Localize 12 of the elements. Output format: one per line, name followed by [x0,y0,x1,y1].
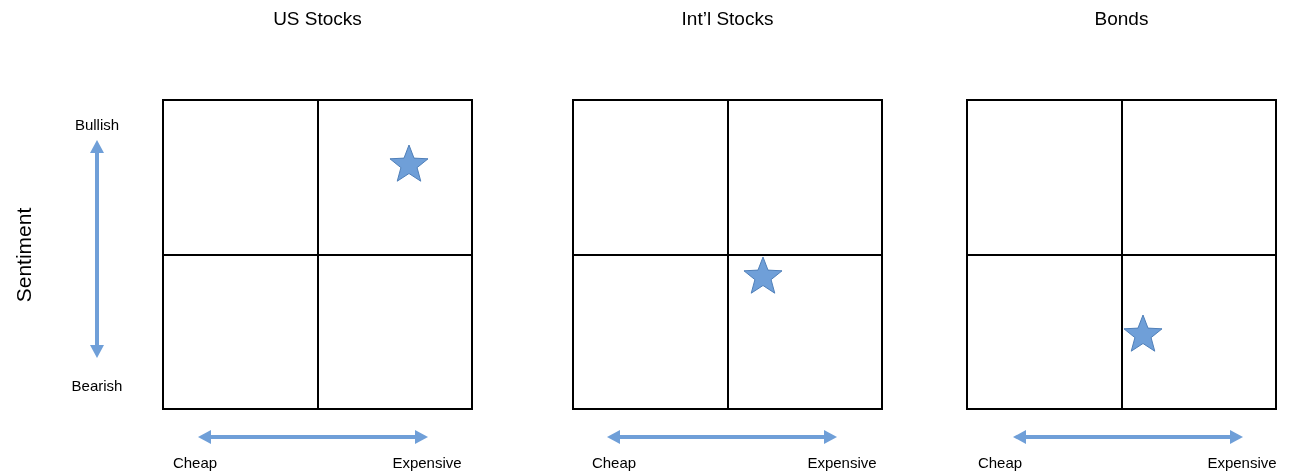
chart-title: Int’l Stocks [681,7,774,31]
chart-title: US Stocks [273,7,362,31]
axis-label: Expensive [807,453,877,473]
axis-label: Cheap [591,453,637,473]
axis-label: Cheap [172,453,218,473]
chart-title: Bonds [1094,7,1149,31]
axis-label: Cheap [977,453,1023,473]
axis-title: Sentiment [11,207,37,303]
axis-label: Bullish [74,115,120,135]
axis-label: Expensive [1207,453,1277,473]
axis-label: Bearish [71,376,123,396]
axis-label: Expensive [392,453,462,473]
